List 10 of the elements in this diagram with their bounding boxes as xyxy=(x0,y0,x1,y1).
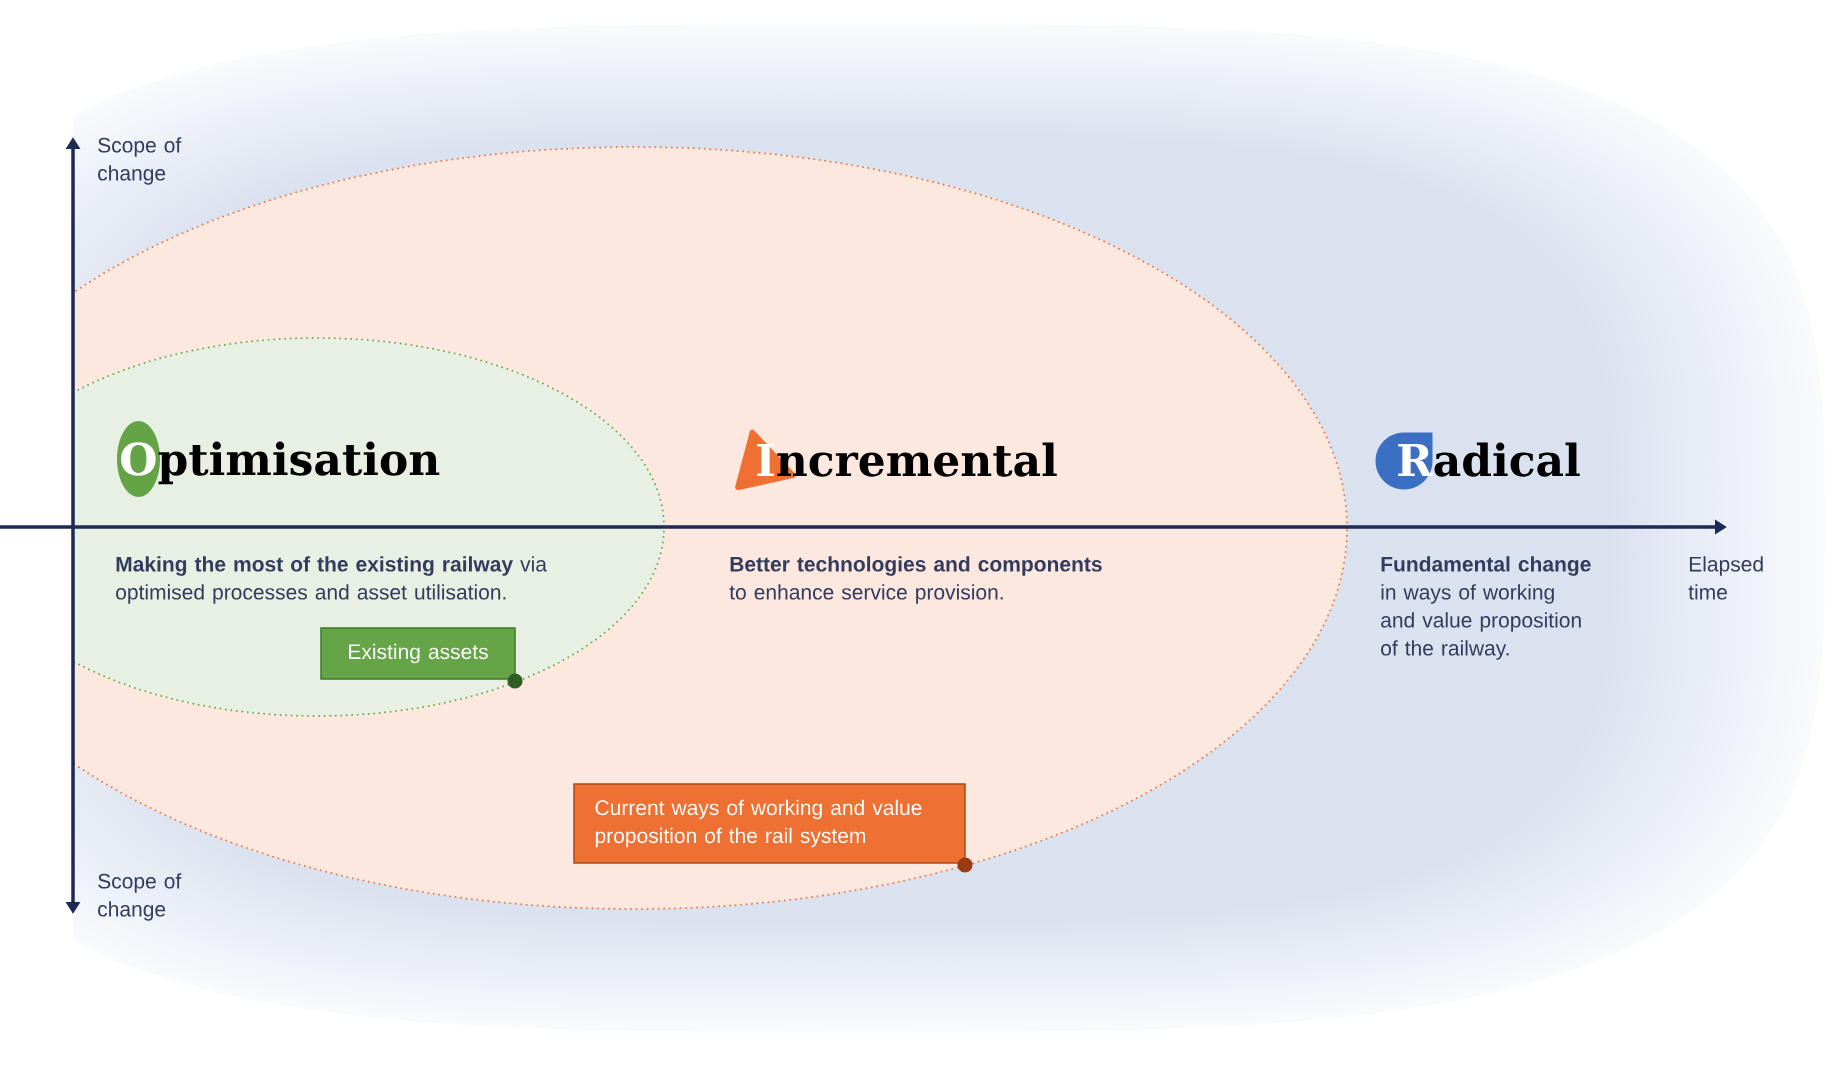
heading: Incremental xyxy=(735,429,1057,491)
description: Making the most of the existing railway via optimised processes and asset utilisation. xyxy=(116,556,547,604)
axis-label: Scope of change xyxy=(98,137,182,185)
axis-label: Scope of change xyxy=(98,873,182,921)
heading: Optimisation xyxy=(117,421,440,497)
callout-box: Existing assets xyxy=(320,627,516,680)
callout-box: Current ways of working and value proposition of the rail system xyxy=(573,783,966,864)
description: Fundamental change in ways of working and value proposition of the railway. xyxy=(1381,556,1591,660)
description: Better technologies and components to enhance service provision. xyxy=(729,556,1102,604)
axis-label: Elapsed time xyxy=(1688,556,1763,600)
